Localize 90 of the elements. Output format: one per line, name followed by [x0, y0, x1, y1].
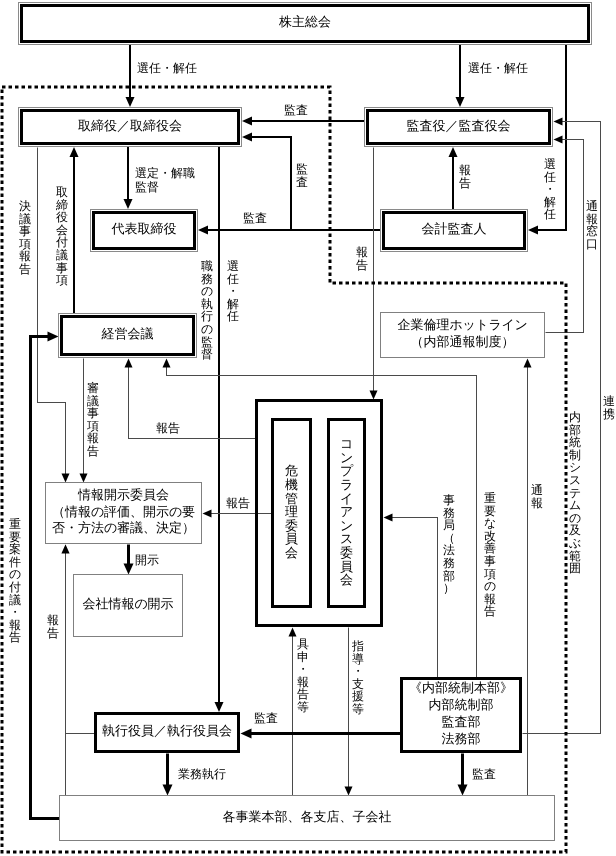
org-box [18, 107, 242, 147]
edge-label: 報告 [356, 246, 368, 272]
edge-label: 選任・解任 [544, 158, 556, 221]
edge-label: 報告 [47, 614, 59, 640]
arrow [545, 136, 584, 333]
edge-label: 監査 [284, 103, 308, 118]
box-label: 代表取締役 [112, 222, 176, 239]
edge-label: 具申・報告等 [297, 638, 309, 714]
arrow [528, 45, 567, 234]
org-box [271, 418, 312, 608]
group-box [255, 399, 383, 627]
edge-label: 審議事項報告 [87, 382, 99, 458]
arrow [456, 45, 464, 107]
arrow [214, 147, 224, 712]
edge-label: 通報 [531, 484, 543, 510]
box-text: （内部通報制度） [410, 335, 514, 352]
box-label: 監査役／監査役会 [406, 118, 510, 136]
box-text: 内部統制部 [428, 698, 494, 715]
arrow [288, 628, 296, 796]
edge-label: 選定・解職監督 [135, 166, 197, 195]
arrow [37, 147, 70, 482]
org-box [73, 574, 183, 637]
org-box [58, 313, 197, 358]
boundary-label: 内部統制システムの及ぶ範囲 [569, 411, 581, 575]
arrow [70, 147, 78, 313]
edge-label: 監査 [243, 211, 267, 226]
org-box [18, 2, 592, 45]
arrow [240, 728, 400, 738]
box-text: 監査部 [442, 715, 480, 732]
arrow [162, 358, 477, 678]
edge-label: 取締役会付議事項 [56, 186, 68, 287]
box-label: 株主総会 [279, 15, 331, 32]
box-label: 経営会議 [102, 327, 154, 344]
edge-label: 監査 [296, 163, 308, 188]
arrow [80, 358, 88, 482]
box-label: 執行役員／執行役員会 [102, 724, 232, 741]
org-box [94, 712, 240, 753]
edge-label: 指導・支援等 [352, 640, 364, 716]
edge-label: 選任・解任 [468, 61, 528, 76]
arrow [384, 514, 438, 678]
edge-label: 監査 [254, 711, 278, 726]
edge-label: 開示 [135, 553, 159, 568]
arrow [29, 332, 60, 820]
arrow [124, 358, 256, 439]
edge-label: 選任・解任 [137, 61, 197, 76]
box-label: 危機管理委員会 [285, 465, 298, 561]
edge-label: 重要案件の付議・報告 [9, 518, 21, 644]
arrow [344, 627, 352, 796]
box-title: 情報開示委員会 [78, 488, 169, 505]
arrow [524, 358, 532, 796]
edge-label: 選任・解任 [227, 260, 239, 323]
arrow [162, 754, 172, 796]
box-label: 取締役／取締役会 [78, 118, 182, 136]
edge-label: 通報窓口 [586, 200, 598, 250]
org-box [327, 418, 366, 608]
org-box [45, 482, 202, 544]
org-box [380, 312, 545, 358]
edge-label: 報告 [226, 496, 250, 510]
arrow [522, 118, 601, 734]
box-title: 企業倫理ホットライン [398, 318, 528, 335]
org-box [90, 209, 198, 252]
org-box [59, 795, 555, 841]
edge-label: 報告 [156, 421, 180, 436]
box-title: 《内部統制本部》 [409, 681, 513, 698]
box-label: 会計監査人 [422, 222, 486, 239]
box-label: 会社情報の開示 [82, 597, 174, 614]
edge-label: 業務執行 [178, 767, 226, 782]
arrow [62, 544, 95, 734]
org-box [400, 677, 522, 753]
arrow [448, 147, 458, 209]
line-label: 職務の執行の監督 [201, 260, 213, 361]
edge-label: 重要な改善事項の報告 [484, 492, 496, 618]
arrow [242, 116, 364, 126]
arrow [124, 544, 134, 574]
arrow [124, 147, 132, 209]
edge-label: 報告 [459, 164, 471, 190]
box-label: 各事業本部、各支店、子会社 [222, 810, 392, 826]
arrow [126, 45, 134, 107]
arrow [458, 754, 468, 796]
edge-label: 監査 [472, 767, 496, 782]
edge-label: 連携 [603, 395, 615, 420]
org-box [380, 209, 528, 252]
box-text: 法務部 [442, 732, 480, 749]
org-box [364, 107, 553, 147]
arrow [202, 510, 272, 518]
box-label: コンプライアンス委員会 [340, 438, 353, 588]
edge-label: 事務局（法務部） [443, 494, 455, 595]
box-text: （情報の評価、開示の要否・方法の審議、決定） [51, 504, 196, 538]
edge-label: 決議事項報告 [19, 200, 31, 276]
arrow [370, 147, 378, 400]
